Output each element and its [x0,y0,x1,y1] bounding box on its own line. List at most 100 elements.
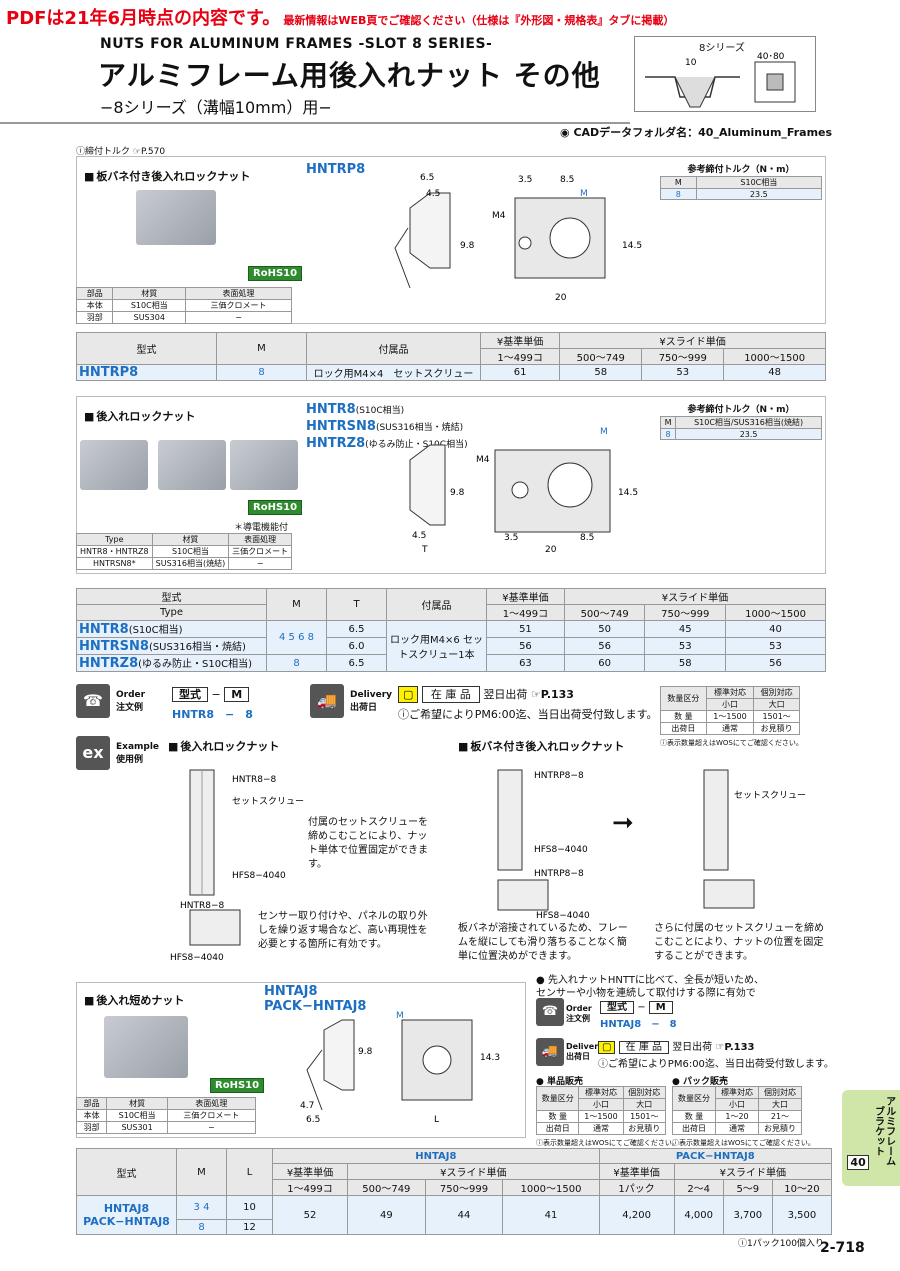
product-photo [230,440,298,490]
annotation: HNTRP8−8 [534,771,584,781]
product-photo [136,190,216,245]
order-label-jp: 注文例 [566,1014,590,1023]
cell: Type [76,533,153,546]
cell: ¥スライド単価 [673,1163,833,1180]
cell: ¥スライド単価 [563,588,827,605]
example-desc-1: 付属のセットスクリューを締めこむことにより、ナット単体で位置固定ができます。 [308,817,428,870]
cell: 10 [226,1195,273,1220]
dim: 3.5 [518,175,532,185]
cell: 51 [486,620,565,638]
delivery-info: ▢ 在 庫 品 翌日出荷 ☞P.133 ⓘご希望によりPM6:00迄、当日出荷受… [398,686,658,722]
cell: ¥基準単価 [271,1163,349,1180]
dim: 8.5 [580,533,594,543]
cell: 出荷日 [660,722,707,735]
cell: 8 [216,364,307,381]
cell: 21〜 [758,1110,802,1123]
part-number-list: HNTR8(S10C相当) HNTRSN8(SUS316相当・焼結) HNTRZ… [306,402,468,453]
order-col2: M [648,1001,673,1014]
annotation: HFS8−4040 [534,845,588,855]
cell: お見積り [622,1122,667,1135]
cell: − [166,1121,257,1134]
cell: 1501〜 [753,710,800,723]
cell: S10C相当 [695,176,823,189]
rohs-badge: RoHS10 [248,266,303,281]
info-icon: ⓘ [76,147,86,157]
banner-main: PDFは21年6月時点の内容です。 [6,8,281,29]
cell: 標準対応 [705,686,755,699]
part-note: (ゆるみ防止・S10C相当) [365,440,468,450]
cell: HNTAJ8 PACK−HNTAJ8 [76,1195,177,1235]
cell: 6.5 [326,654,387,672]
cell: 750〜999 [424,1179,504,1196]
cell: 三価クロメート [228,545,292,558]
example-icon: ex [76,736,110,770]
category-side-tab[interactable]: 40 アルミフレームブラケット [842,1090,900,1186]
example-2-drawing: HNTRP8−8 HFS8−4040 HNTRP8−8 HFS8−4040 [497,769,590,920]
example-label-en: Example [116,742,160,752]
pack-note-text: 1パック100個入り [747,1239,824,1249]
order-value2: 8 [245,708,253,721]
qty-note-text: 表示数量超えはWOSにてご確認ください。 [543,1139,679,1147]
part-number: HNTRZ8 [79,656,139,671]
cell: 出荷日 [535,1122,580,1135]
part-number: HNTR8 [306,402,356,417]
part-number: HNTRSN8 [306,419,376,434]
side-tab-label: アルミフレームブラケット [872,1096,895,1166]
cell: 本体 [75,1109,108,1122]
dim: M [580,189,588,199]
cell: 大口 [758,1098,802,1111]
cell: 8 [176,1219,227,1235]
hntr8-drawing: M M4 9.8 14.5 4.5 T 3.5 8.5 20 [409,427,638,555]
order-example: 型式 − M HNTR8 − 8 [172,686,288,722]
cell: ロック用M4×6 セットスクリュー1本 [386,620,487,672]
delivery-info: ▢ 在 庫 品 翌日出荷 ☞P.133 ⓘご希望によりPM6:00迄、当日出荷受… [598,1038,834,1070]
part-number: PACK−HNTAJ8 [264,999,367,1014]
pack-sale-label: ● パック販売 [672,1077,728,1087]
torque-title: 参考締付トルク（N・m） [687,405,795,415]
cell: S10C相当 [112,299,187,312]
cell: 45 [644,620,727,638]
cell: 63 [486,654,565,672]
cell: 通常 [705,722,755,735]
cell: 数量区分 [660,686,707,711]
cell: 53 [644,637,727,655]
torque-ref-label: 締付トルク [85,147,131,157]
delivery-note: ご希望によりPM6:00迄、当日出荷受付致します。 [608,1059,834,1070]
side-tab-number: 40 [847,1155,869,1170]
cell: 41 [502,1195,600,1235]
cell: ¥スライド単価 [347,1163,600,1180]
cell: ¥基準単価 [598,1163,675,1180]
cell: 48 [723,364,826,381]
cell: 三価クロメート [185,299,292,312]
page-ref-icon: ☞ [132,147,141,157]
cell: 小口 [715,1098,759,1111]
annotation: HNTR8−8 [232,775,277,785]
cell: 49 [347,1195,426,1235]
product-photo [104,1016,188,1078]
cell: 数 量 [660,710,707,723]
dim: 9.8 [450,488,465,498]
cell: 数量区分 [672,1086,716,1111]
cell: 1〜499コ [479,348,561,365]
dim: T [421,545,428,555]
cell: 4,200 [598,1195,675,1235]
series-diagram-box: 8シリーズ 10 40･80 [634,36,816,112]
series-label: 8シリーズ [699,43,745,54]
annotation: HFS8−4040 [170,953,224,963]
cell: 型式 [76,1148,177,1196]
cell: 材質 [151,533,230,546]
slot-profile-icon: 10 40･80 [645,52,796,108]
dim: M4 [492,211,506,221]
section-title: 板バネ付き後入れロックナット [84,168,250,184]
order-col2: M [224,687,250,702]
cell: 8 [660,188,697,200]
cell: 個別対応 [758,1086,802,1099]
cell: 12 [226,1219,273,1235]
cell: M [266,588,327,621]
dim: 3.5 [504,533,518,543]
note: ＊導電機能付 [234,523,289,533]
